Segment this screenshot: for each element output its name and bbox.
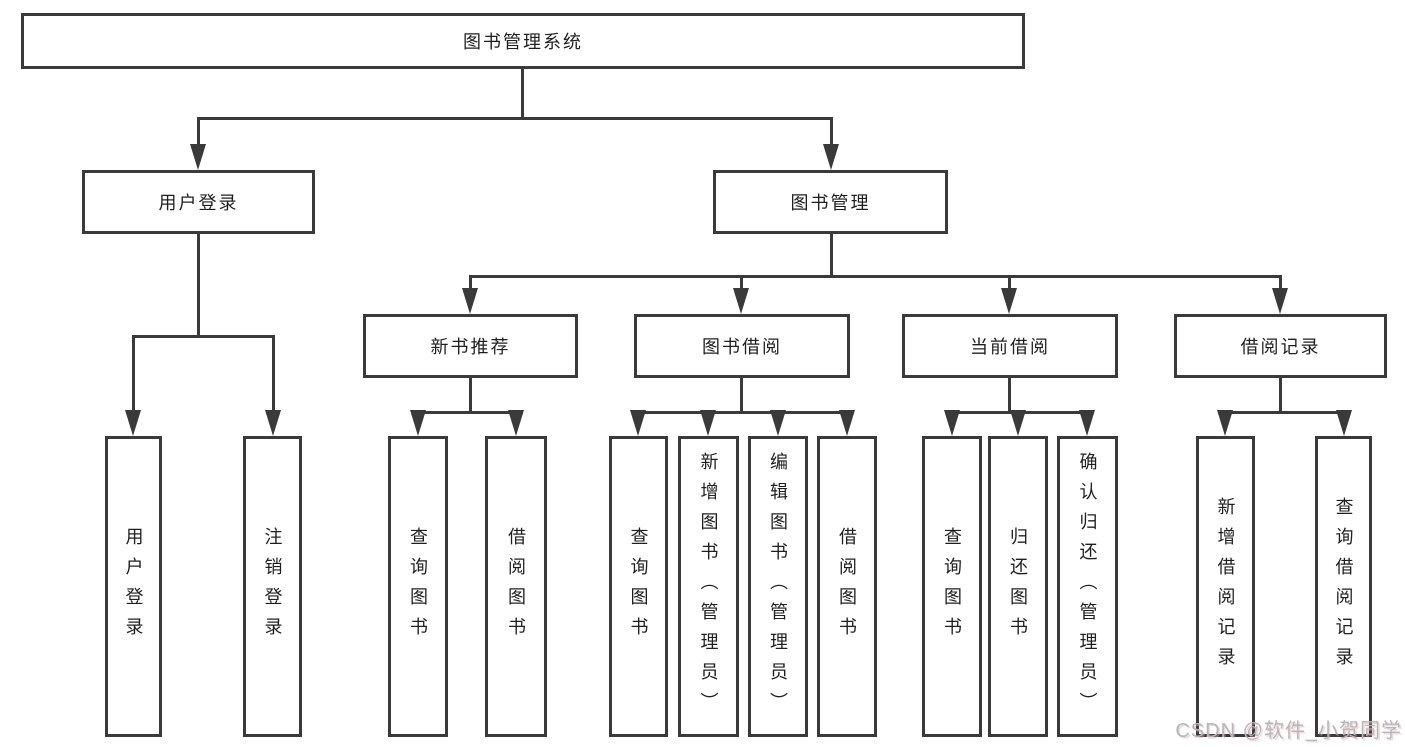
node-borrow-records: 借阅记录 [1174,314,1387,378]
leaf-query-books-borrowing: 查询图书 [609,436,668,737]
arrow-down-icon [190,144,206,170]
leaf-add-borrow-record-label: 新增借阅记录 [1215,496,1236,677]
connector-book-mgmt-drop [830,117,833,146]
node-current-borrowing-label: 当前借阅 [970,337,1050,357]
leaf-edit-books-admin-label: 编辑图书（管理员） [768,451,788,722]
connector-leaf-drop [272,335,275,412]
node-user-login-label: 用户登录 [158,193,239,213]
arrow-down-icon [462,288,478,314]
node-book-management-label: 图书管理 [790,193,871,213]
leaf-borrow-books: 借阅图书 [817,436,877,737]
arrow-down-icon [1272,288,1288,314]
arrow-down-icon [700,410,716,436]
leaf-return-books: 归还图书 [988,436,1048,737]
arrow-down-icon [770,410,786,436]
arrow-down-icon [823,144,839,170]
node-root-label: 图书管理系统 [463,32,583,52]
connector-level3-drop [469,275,472,290]
leaf-confirm-return-admin-label: 确认归还（管理员） [1077,451,1098,722]
arrow-down-icon [410,410,426,436]
node-new-book-recommend: 新书推荐 [363,314,578,378]
arrow-down-icon [508,410,524,436]
arrow-down-icon [265,410,281,436]
arrow-down-icon [125,410,141,436]
arrow-down-icon [944,410,960,436]
leaf-add-books-admin-label: 新增图书（管理员） [698,451,719,722]
connector-level3-drop [1279,275,1282,290]
leaf-logout-login: 注销登录 [243,436,302,737]
leaf-confirm-return-admin: 确认归还（管理员） [1057,436,1118,737]
connector-borrowing-split [637,411,849,414]
connector-book-mgmt-stem [830,234,833,275]
connector-level3-drop [740,275,743,290]
leaf-user-login-label: 用户登录 [123,526,144,647]
connector-recommend-stem [469,378,472,411]
connector-root-split [197,117,833,120]
connector-leaf-drop [132,335,135,412]
leaf-query-borrow-record-label: 查询借阅记录 [1333,496,1354,677]
connector-user-login-split [132,335,275,338]
node-book-management: 图书管理 [713,170,948,234]
leaf-user-login: 用户登录 [105,436,162,737]
leaf-logout-login-label: 注销登录 [262,526,283,647]
leaf-query-books-borrowing-label: 查询图书 [628,526,649,647]
arrow-down-icon [630,410,646,436]
connector-user-login-drop [197,117,200,146]
leaf-borrow-books-recommend-label: 借阅图书 [506,526,526,647]
node-book-borrowing-label: 图书借阅 [702,337,782,357]
connector-recommend-split [417,411,518,414]
connector-records-split [1224,411,1345,414]
arrow-down-icon [1079,410,1095,436]
leaf-add-books-admin: 新增图书（管理员） [678,436,739,737]
connector-borrowing-stem [740,378,743,411]
arrow-down-icon [1217,410,1233,436]
csdn-watermark: CSDN @软件_小贺同学 [1175,720,1402,742]
connector-user-login-stem [197,234,200,335]
connector-level3-drop [1008,275,1011,290]
leaf-add-borrow-record: 新增借阅记录 [1196,436,1255,737]
arrow-down-icon [839,410,855,436]
connector-book-mgmt-split [469,275,1282,278]
leaf-return-books-label: 归还图书 [1008,526,1028,647]
connector-current-stem [1008,378,1011,411]
node-book-borrowing: 图书借阅 [634,314,850,378]
leaf-query-borrow-record: 查询借阅记录 [1315,436,1372,737]
leaf-borrow-books-recommend: 借阅图书 [485,436,547,737]
arrow-down-icon [733,288,749,314]
leaf-query-books-current-label: 查询图书 [942,526,962,647]
leaf-query-books-recommend: 查询图书 [388,436,448,737]
arrow-down-icon [1336,410,1352,436]
leaf-borrow-books-label: 借阅图书 [837,526,857,647]
node-root: 图书管理系统 [21,13,1025,69]
connector-root-stem [521,69,524,117]
node-new-book-recommend-label: 新书推荐 [430,337,511,357]
connector-records-stem [1279,378,1282,411]
node-current-borrowing: 当前借阅 [902,314,1118,378]
leaf-edit-books-admin: 编辑图书（管理员） [748,436,808,737]
node-user-login: 用户登录 [82,170,315,234]
leaf-query-books-recommend-label: 查询图书 [408,526,428,647]
arrow-down-icon [1010,410,1026,436]
arrow-down-icon [1001,288,1017,314]
node-borrow-records-label: 借阅记录 [1240,337,1321,357]
leaf-query-books-current: 查询图书 [922,436,982,737]
